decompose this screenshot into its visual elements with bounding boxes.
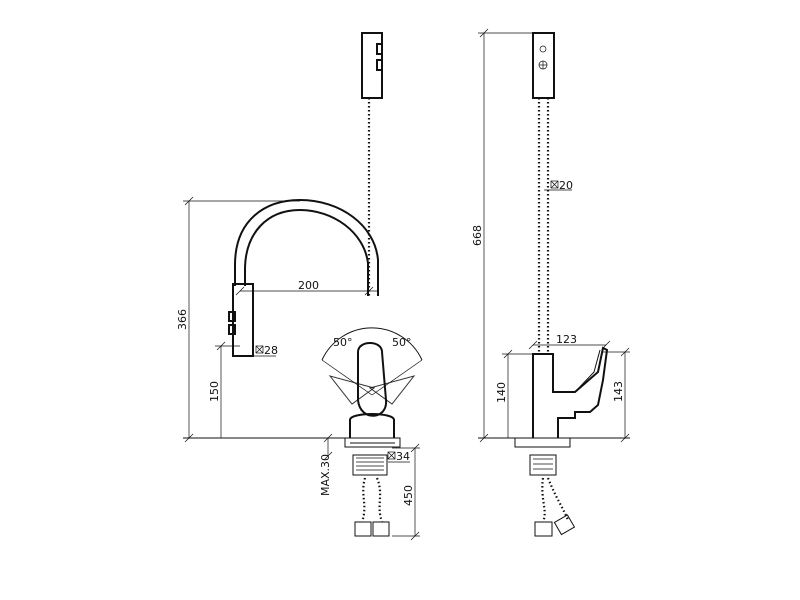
side-mounting xyxy=(514,437,571,476)
dim-366 xyxy=(183,196,300,443)
front-lever-swing xyxy=(321,327,423,405)
side-pullout-head xyxy=(532,32,555,99)
side-flex-hoses xyxy=(534,477,576,537)
front-pullout-head xyxy=(361,32,383,99)
dim-143-label: 143 xyxy=(612,381,625,402)
dim-20 xyxy=(544,180,572,191)
dim-140-label: 140 xyxy=(495,382,508,403)
diameter-square-icon xyxy=(255,345,264,354)
dim-123-label: 123 xyxy=(556,333,577,346)
dim-450-label: 450 xyxy=(402,485,415,506)
dim-450 xyxy=(392,443,420,541)
front-flex-hoses xyxy=(354,477,390,537)
side-view: 668 20 123 140 143 xyxy=(471,28,630,537)
dim-150 xyxy=(215,341,240,438)
front-spray-head xyxy=(228,283,254,357)
dim-max30 xyxy=(323,433,333,461)
dim-150-label: 150 xyxy=(208,381,221,402)
dim-668 xyxy=(478,28,536,443)
front-spout xyxy=(234,198,379,296)
dim-143 xyxy=(603,347,630,443)
diameter-square-icon xyxy=(550,180,559,189)
dim-34-label: 34 xyxy=(396,450,410,463)
front-body xyxy=(349,342,395,438)
side-body xyxy=(532,346,609,438)
front-mounting xyxy=(344,437,401,476)
dim-123 xyxy=(528,340,611,350)
dim-200-label: 200 xyxy=(298,279,319,292)
dim-366-label: 366 xyxy=(176,309,189,330)
front-angle-left: 50° xyxy=(333,336,353,349)
dim-28-label: 28 xyxy=(264,344,278,357)
diameter-square-icon xyxy=(387,451,396,460)
dim-200 xyxy=(235,286,378,296)
dim-34 xyxy=(387,451,410,463)
dim-20-label: 20 xyxy=(559,179,573,192)
dim-140 xyxy=(502,349,533,438)
dim-668-label: 668 xyxy=(471,225,484,246)
dim-max30-label: MAX.30 xyxy=(319,454,332,496)
front-angle-right: 50° xyxy=(392,336,412,349)
dim-28 xyxy=(248,345,276,357)
front-view: 50° 50° 366 xyxy=(176,32,423,541)
